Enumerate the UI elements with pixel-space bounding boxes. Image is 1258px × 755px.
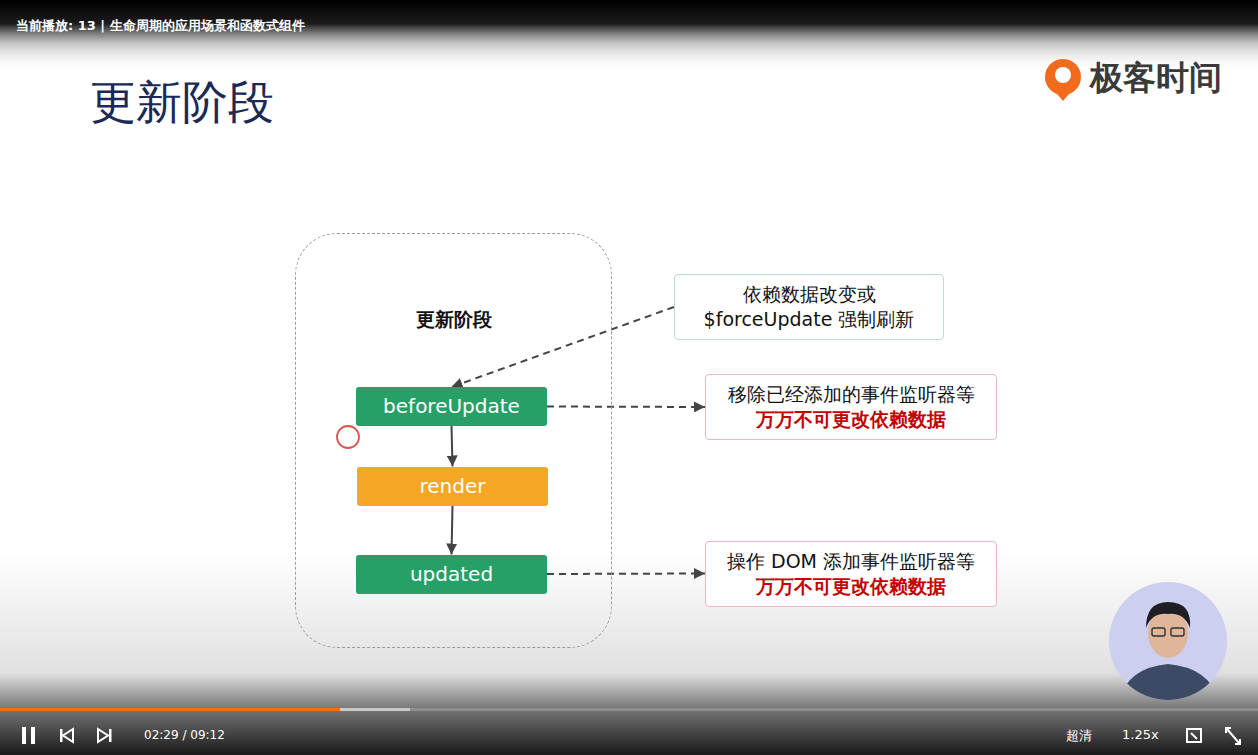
prev-icon (63, 729, 73, 742)
next-icon (109, 729, 112, 742)
pause-icon (22, 727, 26, 744)
control-overlay (0, 550, 1258, 755)
hook-box: updated (356, 555, 547, 594)
box-text: 操作 DOM 添加事件监听器等 (727, 549, 975, 574)
progress-played (0, 708, 340, 711)
brand-logo: 极客时间 (1090, 56, 1222, 101)
dashed-arrow (547, 573, 705, 576)
hook-note: 操作 DOM 添加事件监听器等万万不可更改依赖数据 (705, 541, 997, 607)
speed-button: 1.25x (1122, 727, 1159, 742)
webfull-icon (1187, 729, 1201, 742)
webfull-icon (1191, 733, 1197, 739)
trigger-note: 依赖数据改变或 $forceUpdate 强制刷新 (674, 274, 944, 340)
box-text: render (420, 475, 486, 498)
presenter-glasses (1171, 628, 1184, 636)
cursor-ring (337, 426, 359, 448)
presenter-body (1118, 664, 1220, 705)
hook-box: beforeUpdate (356, 387, 547, 426)
box-text: updated (410, 563, 493, 586)
box-text: beforeUpdate (383, 395, 520, 418)
time-display: 02:29 / 09:12 (144, 728, 225, 742)
render-box: render (357, 467, 548, 506)
progress-track (0, 708, 1258, 711)
flow-arrow (452, 506, 453, 555)
hook-note: 移除已经添加的事件监听器等万万不可更改依赖数据 (705, 374, 997, 440)
box-text: 依赖数据改变或 $forceUpdate 强制刷新 (683, 282, 935, 331)
logo-tail (1052, 88, 1074, 101)
quality-button: 超清 (1066, 727, 1092, 745)
next-icon (98, 729, 108, 742)
video-title: 当前播放: 13 | 生命周期的应用场景和函数式组件 (16, 17, 305, 35)
logo-hole (1055, 67, 1071, 83)
presenter-glasses (1152, 628, 1165, 636)
progress-buffer (0, 708, 410, 711)
presenter-video (1109, 582, 1227, 705)
fullscreen-icon (1226, 728, 1240, 744)
box-text: 更新阶段 (296, 307, 611, 333)
warning-text: 万万不可更改依赖数据 (756, 407, 946, 432)
phase-group: 更新阶段 beforeUpdate render updated (295, 233, 612, 648)
pause-icon (31, 727, 35, 744)
warning-text: 万万不可更改依赖数据 (756, 574, 946, 599)
slide-title: 更新阶段 (90, 72, 274, 134)
dashed-arrow (547, 406, 705, 409)
box-text: 移除已经添加的事件监听器等 (728, 382, 975, 407)
presenter-hair (1146, 602, 1190, 628)
logo-icon (1045, 59, 1081, 101)
flow-arrow (452, 426, 453, 467)
